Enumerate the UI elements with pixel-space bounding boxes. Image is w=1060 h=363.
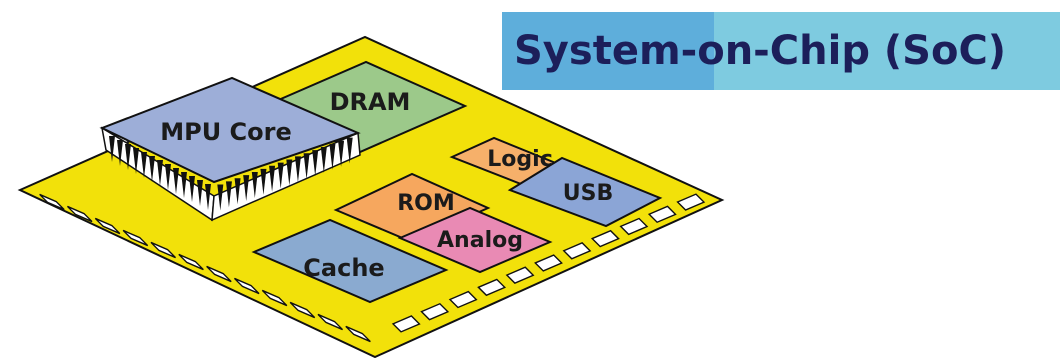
io-pad xyxy=(289,301,316,319)
io-pad xyxy=(420,302,450,321)
io-pad xyxy=(477,278,507,297)
io-pad xyxy=(178,253,204,271)
mpu-pin xyxy=(197,180,203,206)
mpu-pin xyxy=(329,143,336,170)
mpu-pin xyxy=(149,156,155,182)
mpu-pin xyxy=(173,168,179,194)
mpu-pin xyxy=(133,148,139,174)
io-pad xyxy=(39,193,65,211)
analog-label: Analog xyxy=(437,228,523,253)
io-pad xyxy=(590,229,620,248)
mpu-pin xyxy=(312,150,319,177)
io-pad xyxy=(150,241,177,259)
diagram-title: System-on-Chip (SoC) xyxy=(514,28,1007,74)
mpu-core-package: MPU Core xyxy=(99,76,361,222)
usb-block: USB xyxy=(507,156,663,228)
mpu-pin xyxy=(320,146,327,173)
mpu-pin xyxy=(286,159,293,186)
mpu-pin xyxy=(338,140,345,167)
mpu-pin xyxy=(217,184,224,211)
cache-block: Cache xyxy=(251,218,449,304)
io-pad xyxy=(619,217,649,236)
mpu-pin xyxy=(189,176,195,202)
mpu-pin xyxy=(260,168,267,195)
analog-block: Analog xyxy=(397,206,553,274)
io-pad xyxy=(66,205,93,223)
title-banner: System-on-Chip (SoC) xyxy=(502,12,1060,90)
mpu-pin xyxy=(141,152,147,178)
io-pad xyxy=(647,205,677,224)
mpu-pin xyxy=(157,160,163,186)
mpu-pin xyxy=(294,156,301,183)
io-pads xyxy=(39,193,706,343)
mpu-pin xyxy=(181,172,187,198)
io-pad xyxy=(676,193,706,211)
mpu-pin xyxy=(251,171,258,198)
io-pad xyxy=(122,229,149,247)
io-pad xyxy=(233,277,260,295)
io-pad xyxy=(94,217,121,235)
mpu-pin xyxy=(303,153,310,180)
io-pad xyxy=(562,242,592,260)
cache-label: Cache xyxy=(303,254,384,282)
mpu-pin xyxy=(243,175,250,202)
mpu-pin xyxy=(109,136,115,162)
io-pad xyxy=(261,289,288,307)
io-pad xyxy=(534,254,563,272)
mpu-pin xyxy=(346,137,353,164)
mpu-pin xyxy=(117,140,123,166)
mpu-pin xyxy=(125,144,131,170)
io-pad xyxy=(391,315,421,333)
io-pad xyxy=(505,266,535,284)
mpu-pin xyxy=(225,181,232,208)
io-pad xyxy=(317,313,344,331)
mpu-pin xyxy=(205,184,211,210)
io-pad xyxy=(206,265,232,283)
io-pad xyxy=(345,325,371,343)
mpu-pin xyxy=(277,162,284,189)
mpu-pin xyxy=(234,178,241,205)
logic-label: Logic xyxy=(487,147,552,172)
mpu-pins xyxy=(109,136,353,211)
usb-label: USB xyxy=(563,181,613,206)
rom-label: ROM xyxy=(397,191,455,216)
mpu-pin xyxy=(269,165,276,192)
mpu-core-label: MPU Core xyxy=(160,118,292,146)
dram-label: DRAM xyxy=(330,88,411,116)
mpu-pin xyxy=(165,164,171,190)
io-pad xyxy=(448,290,478,309)
